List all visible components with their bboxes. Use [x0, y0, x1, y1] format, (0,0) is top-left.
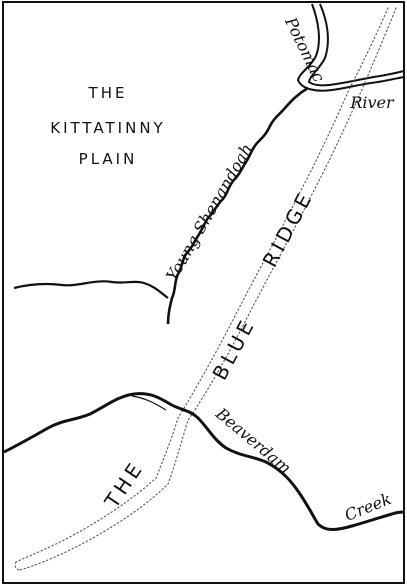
ridge-label-the: THE — [99, 456, 148, 513]
beaverdam-label: Beaverdam — [211, 403, 294, 477]
region-label-line3: PLAIN — [79, 150, 138, 168]
beaverdam-creek — [3, 392, 405, 531]
river-label: River — [349, 93, 395, 112]
potomac-river — [296, 3, 405, 92]
western-stream — [13, 280, 169, 299]
ridge-label-ridge: RIDGE — [258, 186, 318, 271]
region-label-line1: THE — [88, 84, 128, 102]
young-shenandoah-river — [166, 86, 309, 325]
young-shenandoah-label: Young Shenandoah — [162, 140, 256, 284]
ridge-label-blue: BLUE — [207, 313, 260, 384]
blue-ridge-outline — [14, 7, 397, 571]
creek-label: Creek — [342, 489, 394, 525]
region-label-line2: KITTATINNY — [50, 119, 165, 137]
potomac-label: Potomac — [281, 13, 329, 85]
creek-bank — [131, 395, 167, 411]
